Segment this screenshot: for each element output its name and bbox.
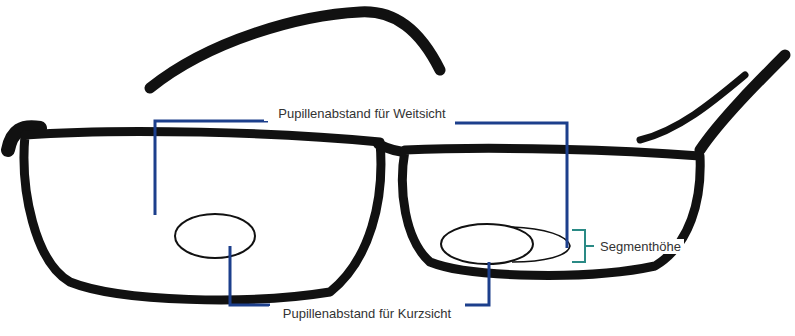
segment-outline <box>512 227 570 262</box>
height-bracket <box>572 230 594 262</box>
lens-rim <box>24 131 381 299</box>
callout-label: Pupillenabstand für Kurzsicht <box>269 306 465 321</box>
callout-label: Segmenthöhe <box>597 239 684 254</box>
temple-arm <box>150 12 440 88</box>
lens-rim <box>402 148 700 275</box>
bracket-line <box>465 262 489 305</box>
bracket-line <box>230 246 270 305</box>
bifocal-segment <box>441 224 533 264</box>
bracket-line <box>455 123 567 248</box>
callout-label: Pupillenabstand für Weitsicht <box>264 106 460 121</box>
bracket-line <box>155 121 268 215</box>
bifocal-segment <box>175 214 255 258</box>
temple-arm <box>640 75 745 140</box>
